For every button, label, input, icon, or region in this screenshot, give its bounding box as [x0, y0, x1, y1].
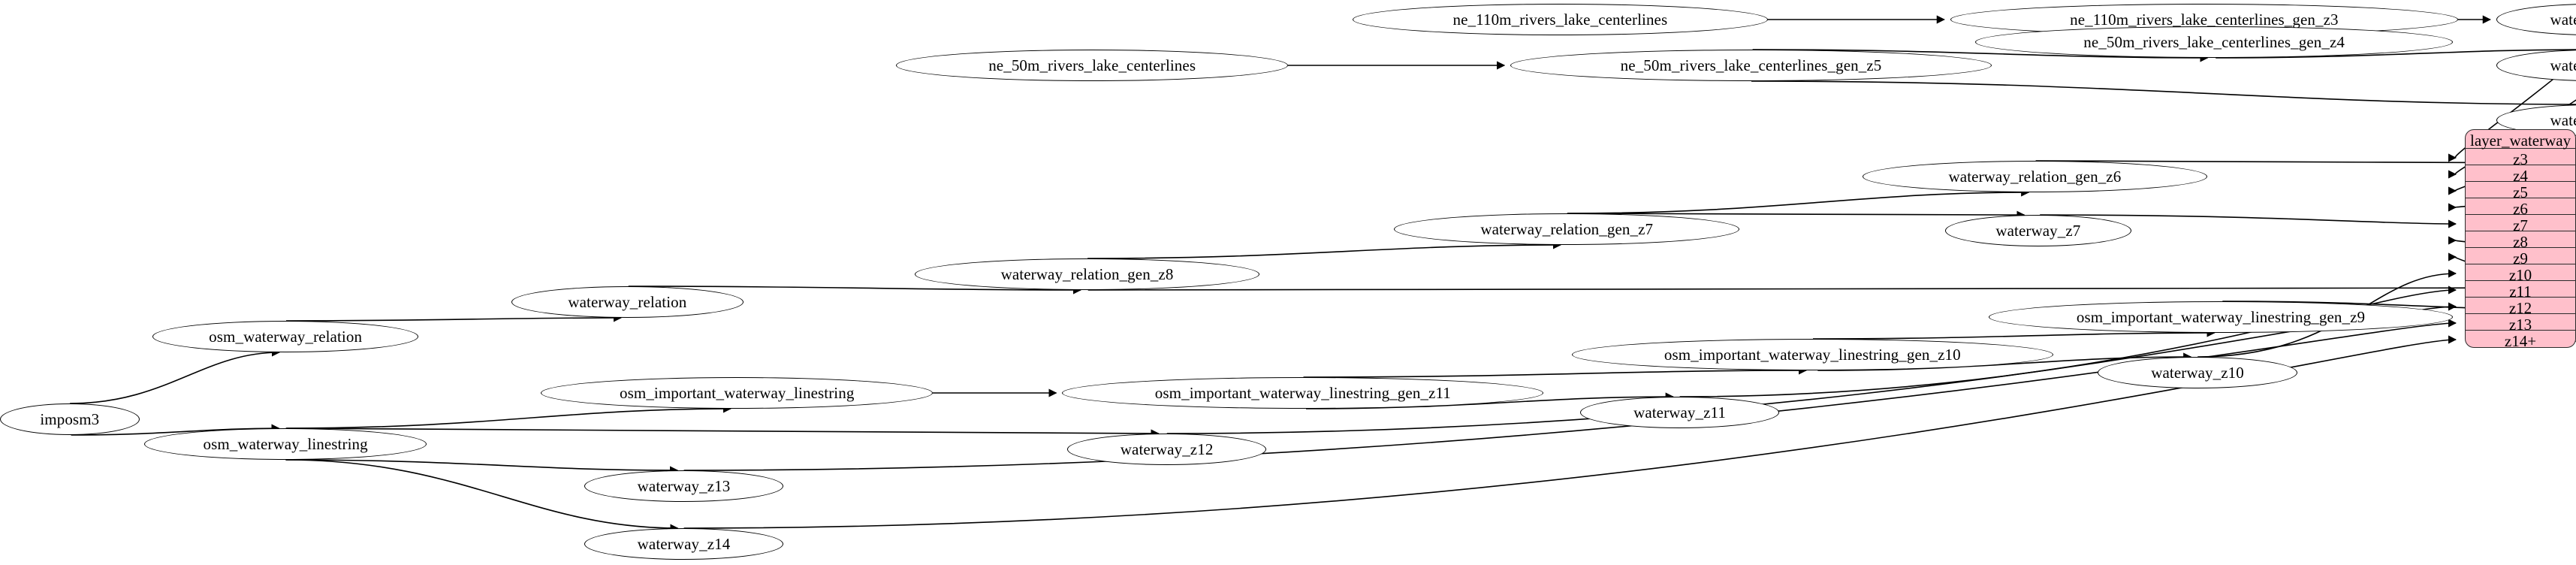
graph-node-osm_important_waterway_linestring_gen_z11[interactable]: osm_important_waterway_linestring_gen_z1…: [1062, 377, 1544, 409]
graph-node-waterway_z7[interactable]: waterway_z7: [1945, 215, 2131, 246]
table-node-row-z3[interactable]: z3: [2466, 149, 2575, 168]
graph-node-label: osm_important_waterway_linestring_gen_z9: [2076, 307, 2366, 326]
graph-node-label: ne_50m_rivers_lake_centerlines_gen_z5: [1620, 56, 1882, 74]
graph-node-osm_important_waterway_linestring_gen_z10[interactable]: osm_important_waterway_linestring_gen_z1…: [1571, 339, 2053, 370]
graph-node-label: osm_important_waterway_linestring: [620, 383, 855, 402]
graph-node-label: waterway_z11: [1633, 403, 1726, 421]
graph-node-label: waterway_z12: [1120, 440, 1214, 458]
graph-node-waterway_z12[interactable]: waterway_z12: [1067, 434, 1267, 465]
graph-node-label: waterway_relation_gen_z6: [1948, 167, 2122, 186]
graph-node-imposm3[interactable]: imposm3: [0, 403, 140, 435]
graph-node-label: osm_important_waterway_linestring_gen_z1…: [1154, 383, 1451, 402]
graph-node-label: waterway_relation: [568, 292, 687, 311]
table-node-row-z14+[interactable]: z14+: [2504, 332, 2537, 348]
graph-node-waterway_z13[interactable]: waterway_z13: [584, 470, 784, 502]
graph-node-osm_waterway_linestring[interactable]: osm_waterway_linestring: [144, 428, 427, 460]
graph-node-label: waterway_z7: [1995, 221, 2081, 240]
graph-node-waterway_z10[interactable]: waterway_z10: [2098, 357, 2297, 388]
table-node-row-z11[interactable]: z11: [2466, 281, 2575, 301]
graph-node-label: osm_waterway_relation: [209, 327, 363, 346]
graph-node-label: waterway_z13: [637, 476, 731, 495]
graph-node-waterway_z11[interactable]: waterway_z11: [1579, 397, 1780, 428]
table-node-title: layer_waterway: [2466, 130, 2575, 150]
table-node-row-z4[interactable]: z4: [2466, 165, 2575, 185]
graph-node-label: ne_50m_rivers_lake_centerlines_gen_z4: [2083, 32, 2345, 51]
table-node-row-z8[interactable]: z8: [2466, 231, 2575, 251]
graph-node-waterway_z14[interactable]: waterway_z14: [584, 528, 784, 560]
graph-node-label: waterway_z14: [637, 534, 731, 553]
graph-node-osm_important_waterway_linestring_gen_z9[interactable]: osm_important_waterway_linestring_gen_z9: [1988, 301, 2454, 333]
graph-node-ne_110m_rivers_lake_centerlines[interactable]: ne_110m_rivers_lake_centerlines: [1353, 4, 1768, 35]
graph-node-label: waterway_relation_gen_z8: [1000, 264, 1174, 283]
graph-node-label: waterway_z5: [2550, 110, 2576, 129]
graph-node-label: imposm3: [40, 409, 100, 428]
graph-node-label: ne_50m_rivers_lake_centerlines: [988, 56, 1196, 74]
table-node-row-z13[interactable]: z13: [2466, 314, 2575, 334]
graph-node-osm_waterway_relation[interactable]: osm_waterway_relation: [152, 321, 418, 352]
graph-node-waterway_relation[interactable]: waterway_relation: [511, 286, 744, 318]
graph-node-ne_50m_rivers_lake_centerlines[interactable]: ne_50m_rivers_lake_centerlines: [896, 50, 1288, 81]
graph-node-waterway_relation_gen_z6[interactable]: waterway_relation_gen_z6: [1862, 161, 2208, 192]
graph-node-label: waterway_z10: [2151, 363, 2244, 382]
table-node-row-z10[interactable]: z10: [2466, 264, 2575, 284]
table-node-row-z12[interactable]: z12: [2466, 298, 2575, 317]
graph-node-waterway_z3[interactable]: waterway_z3: [2496, 4, 2576, 35]
graph-node-waterway_relation_gen_z8[interactable]: waterway_relation_gen_z8: [914, 258, 1260, 290]
graph-node-waterway_z4[interactable]: waterway_z4: [2496, 50, 2576, 81]
graph-node-ne_50m_rivers_lake_centerlines_gen_z5[interactable]: ne_50m_rivers_lake_centerlines_gen_z5: [1510, 50, 1992, 81]
table-node-row-z6[interactable]: z6: [2466, 198, 2575, 218]
graph-node-waterway_relation_gen_z7[interactable]: waterway_relation_gen_z7: [1394, 213, 1740, 245]
graph-node-label: waterway_relation_gen_z7: [1480, 219, 1654, 238]
table-node-row-z7[interactable]: z7: [2466, 215, 2575, 234]
graph-node-ne_50m_rivers_lake_centerlines_gen_z4[interactable]: ne_50m_rivers_lake_centerlines_gen_z4: [1974, 26, 2454, 58]
graph-node-label: osm_waterway_linestring: [203, 434, 368, 453]
table-node-row-z5[interactable]: z5: [2466, 182, 2575, 201]
graph-node-label: ne_110m_rivers_lake_centerlines: [1452, 10, 1668, 29]
table-node-row-z9[interactable]: z9: [2466, 248, 2575, 267]
graph-node-osm_important_waterway_linestring[interactable]: osm_important_waterway_linestring: [541, 377, 933, 409]
graph-node-label: osm_important_waterway_linestring_gen_z1…: [1664, 345, 1961, 364]
graph-node-label: waterway_z3: [2550, 10, 2576, 29]
graph-node-label: ne_110m_rivers_lake_centerlines_gen_z3: [2070, 10, 2339, 29]
graph-node-label: waterway_z4: [2550, 56, 2576, 74]
